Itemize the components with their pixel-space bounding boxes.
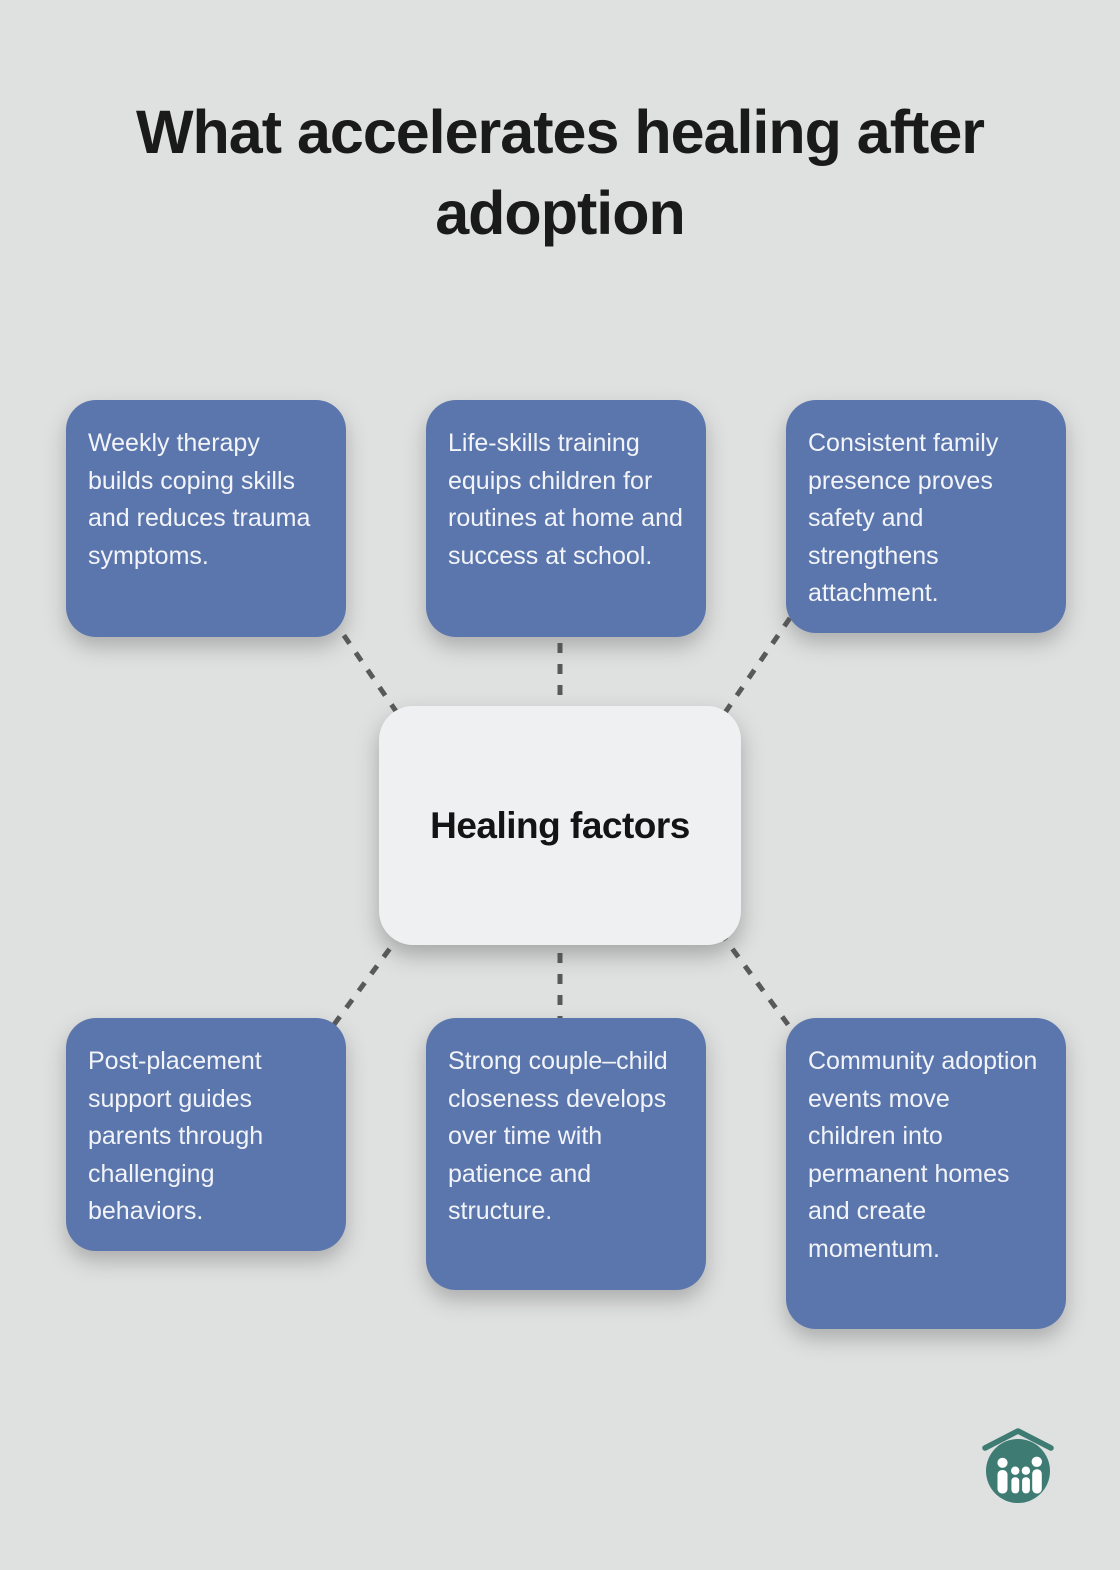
- connector-top-right: [717, 616, 793, 722]
- factor-node-bottom-right: Community adoption events move children …: [786, 1018, 1066, 1329]
- factor-text: Community adoption events move children …: [808, 1047, 1038, 1263]
- center-node-label: Healing factors: [430, 804, 690, 846]
- connector-bottom-left: [327, 930, 405, 1032]
- factor-node-bottom-middle: Strong couple–child closeness develops o…: [426, 1018, 706, 1290]
- connector-top-left: [329, 616, 405, 722]
- factor-text: Strong couple–child closeness develops o…: [448, 1047, 668, 1225]
- factor-node-top-right: Consistent family presence proves safety…: [786, 400, 1066, 633]
- connector-bottom-right: [717, 930, 795, 1032]
- logo-family-figures: [997, 1456, 1042, 1494]
- factor-text: Life-skills training equips children for…: [448, 429, 683, 570]
- factor-node-top-middle: Life-skills training equips children for…: [426, 400, 706, 637]
- center-node: Healing factors: [379, 706, 741, 945]
- factor-text: Post-placement support guides parents th…: [88, 1047, 264, 1225]
- factor-node-bottom-left: Post-placement support guides parents th…: [66, 1018, 346, 1251]
- page-title: What accelerates healing after adoption: [135, 98, 985, 247]
- factor-node-top-left: Weekly therapy builds coping skills and …: [66, 400, 346, 637]
- factor-text: Consistent family presence proves safety…: [808, 429, 999, 607]
- family-under-roof-icon: [982, 1428, 1054, 1503]
- logo-roof: [982, 1428, 1054, 1451]
- factor-text: Weekly therapy builds coping skills and …: [88, 429, 311, 570]
